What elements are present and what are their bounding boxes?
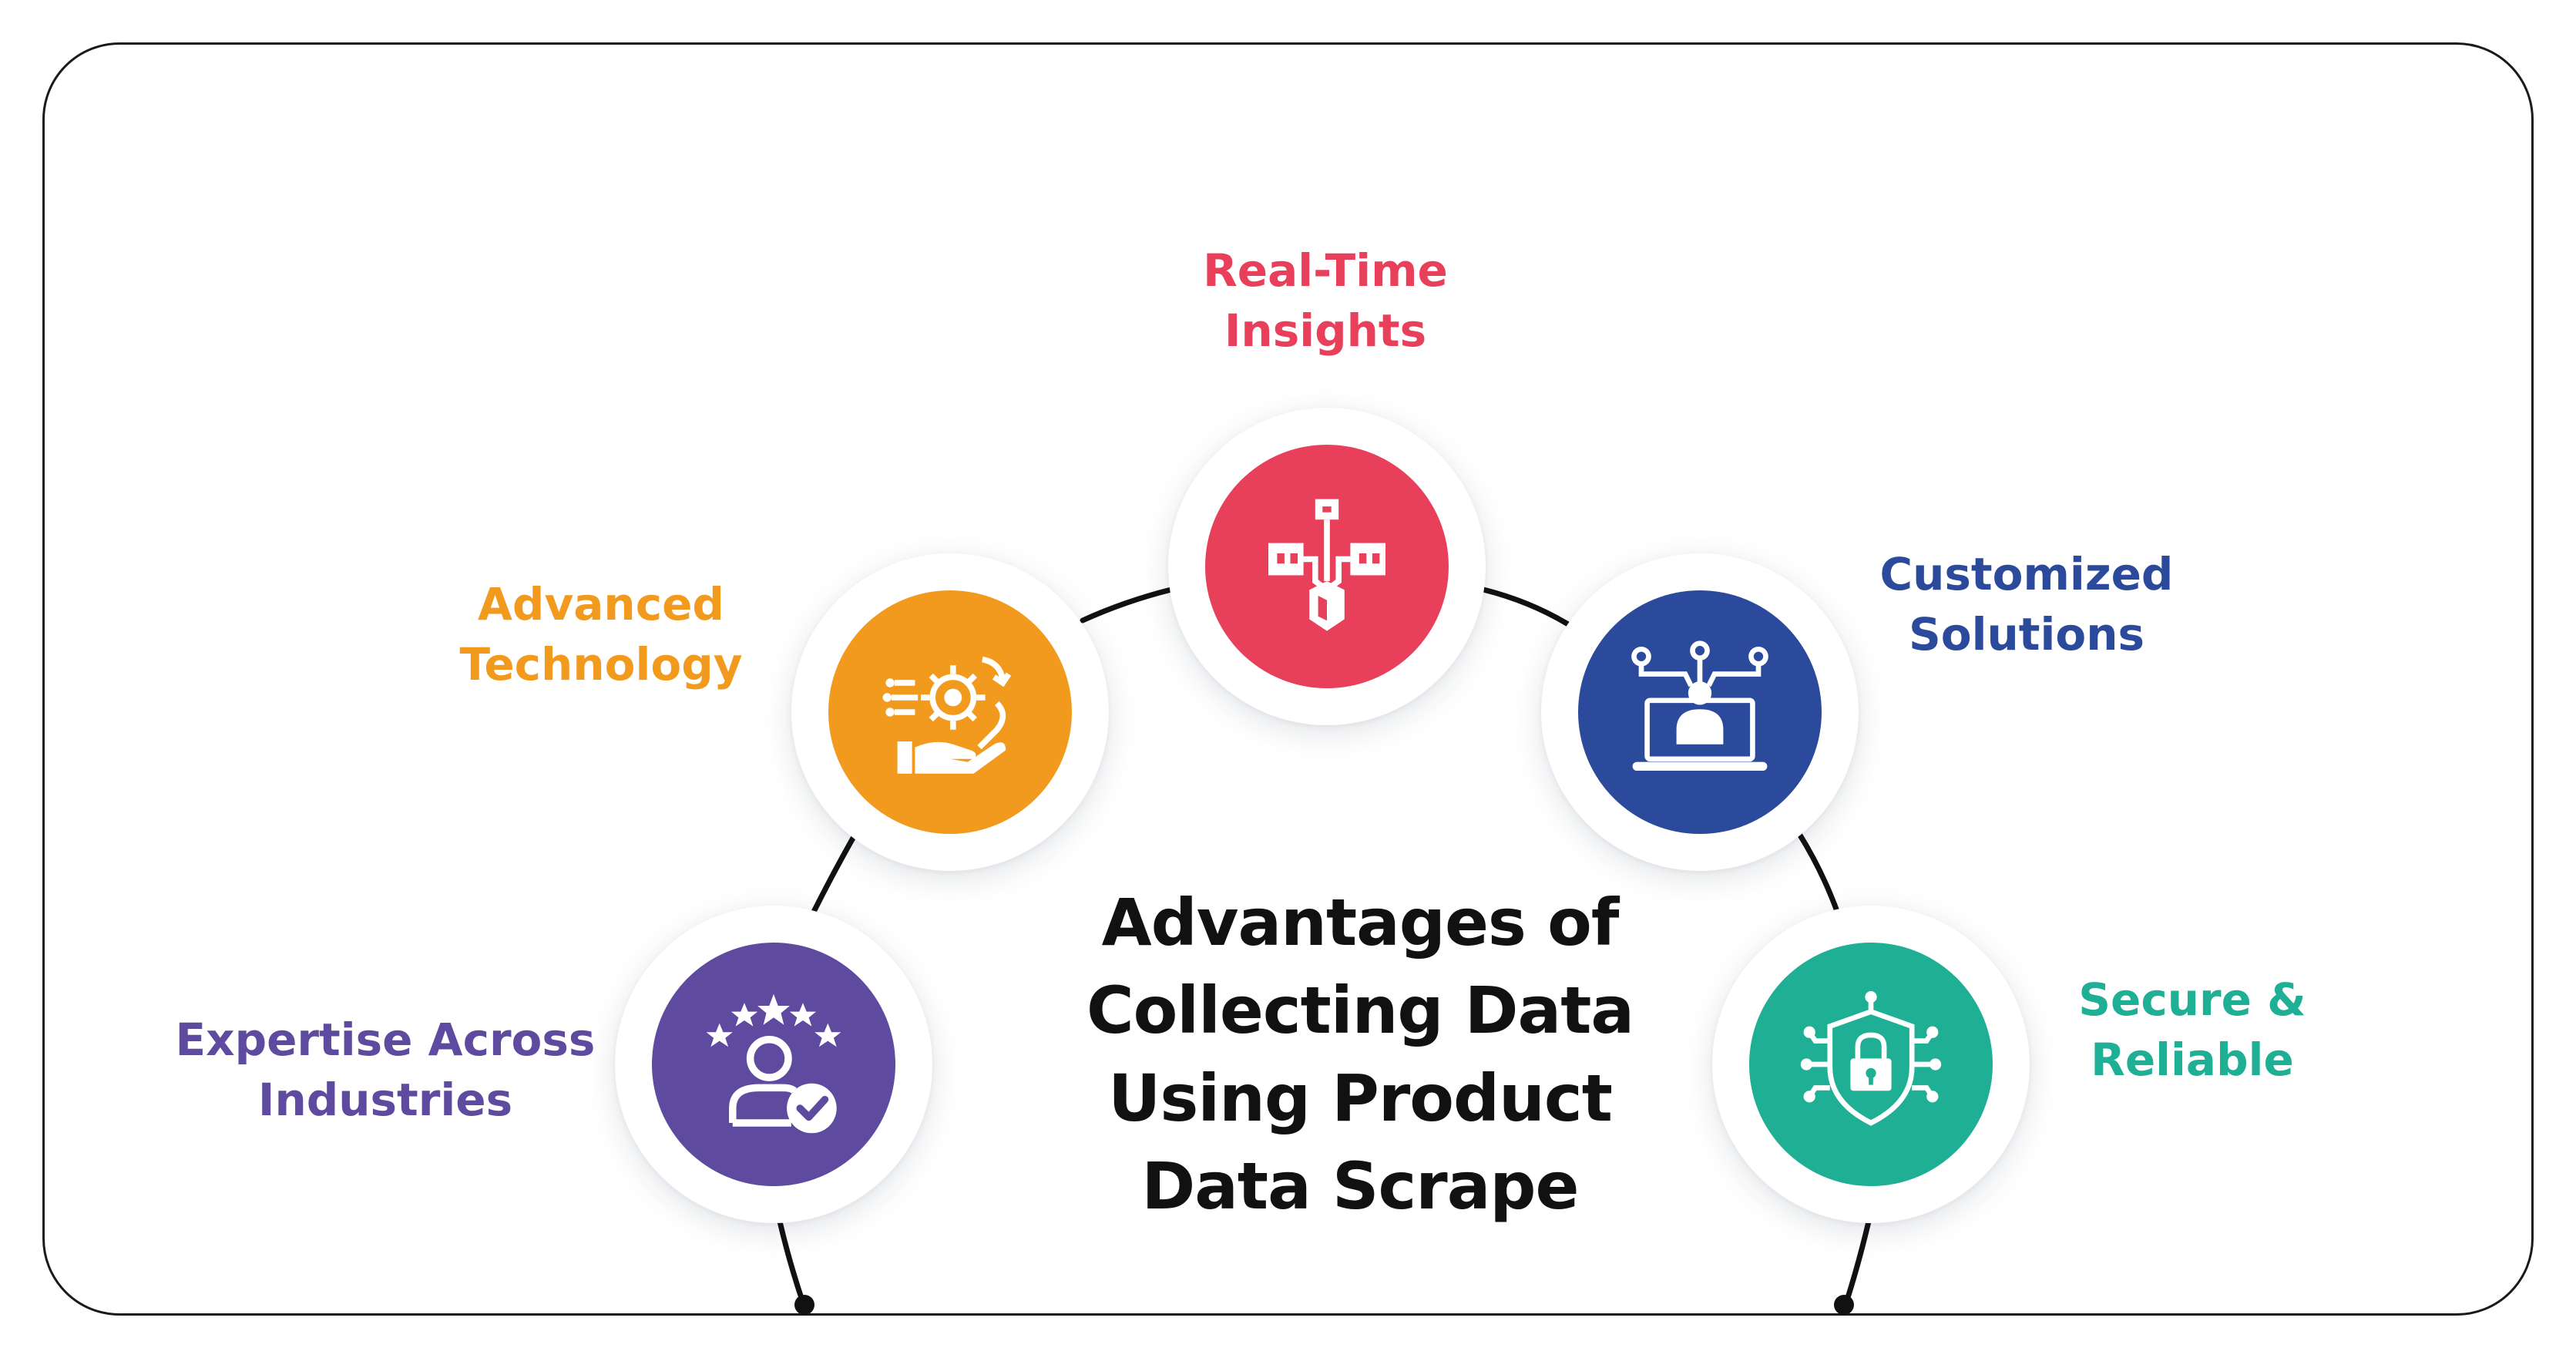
label-custom: Customized Solutions — [1842, 544, 2212, 664]
node-technology — [791, 553, 1109, 871]
title-line-1: Advantages of — [1101, 885, 1620, 960]
data-flow-icon — [1268, 499, 1385, 631]
node-custom — [1541, 553, 1859, 871]
connector-end-dot-left — [794, 1295, 814, 1315]
label-realtime: Real-Time Insights — [1140, 240, 1510, 361]
node-realtime-disc — [1205, 445, 1449, 688]
connector-end-dot-right — [1834, 1295, 1854, 1315]
label-secure-line1: Secure & — [2078, 973, 2306, 1026]
connector-technology-realtime — [1080, 587, 1174, 624]
node-secure-disc — [1749, 943, 1993, 1186]
label-technology: Advanced Technology — [416, 574, 786, 694]
user-rating-icon — [706, 993, 841, 1134]
label-custom-line2: Solutions — [1908, 608, 2145, 661]
connector-technology-expertise — [810, 831, 858, 916]
shield-lock-icon — [1800, 991, 1942, 1126]
node-secure — [1712, 906, 2030, 1223]
label-expertise-line1: Expertise Across — [175, 1013, 596, 1066]
laptop-network-icon — [1631, 640, 1768, 771]
node-technology-disc — [828, 590, 1072, 834]
node-expertise — [615, 906, 932, 1223]
label-realtime-line1: Real-Time — [1203, 244, 1448, 297]
label-custom-line1: Customized — [1879, 548, 2174, 600]
node-realtime — [1168, 408, 1486, 725]
diagram-title: Advantages of Collecting Data Using Prod… — [994, 879, 1726, 1230]
label-realtime-line2: Insights — [1224, 304, 1427, 357]
connector-realtime-custom — [1480, 587, 1571, 627]
gear-hand-icon — [882, 656, 1012, 774]
label-expertise: Expertise Across Industries — [154, 1010, 616, 1130]
title-line-4: Data Scrape — [1141, 1148, 1580, 1224]
title-line-3: Using Product — [1108, 1061, 1613, 1136]
label-technology-line1: Advanced — [478, 578, 724, 630]
node-custom-disc — [1578, 590, 1822, 834]
title-line-2: Collecting Data — [1086, 973, 1634, 1048]
connector-custom-secure — [1796, 831, 1841, 916]
node-expertise-disc — [652, 943, 895, 1186]
label-technology-line2: Technology — [459, 638, 743, 691]
connector-expertise-tail — [777, 1219, 806, 1306]
label-secure: Secure & Reliable — [2019, 970, 2366, 1090]
label-secure-line2: Reliable — [2091, 1034, 2294, 1086]
connector-secure-tail — [1843, 1219, 1872, 1306]
label-expertise-line2: Industries — [257, 1074, 513, 1126]
